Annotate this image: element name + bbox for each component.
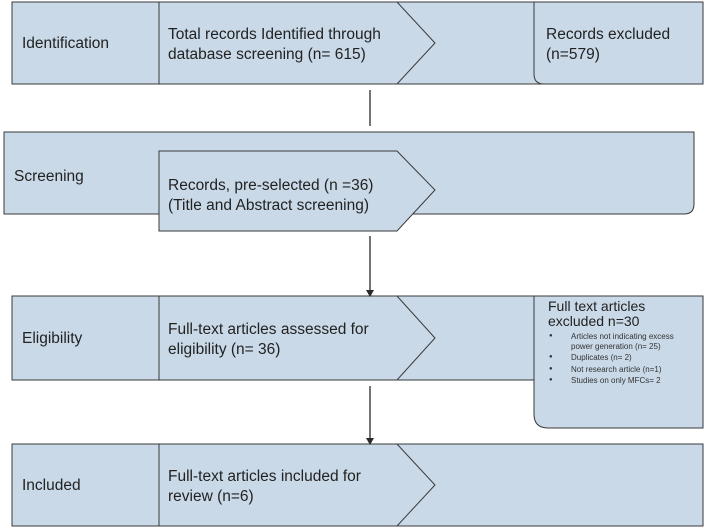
included-records-box bbox=[158, 443, 436, 527]
records-excluded-text: Records excluded (n=579) bbox=[546, 26, 671, 63]
exclusion-reason-item: Not research article (n=1) bbox=[549, 365, 679, 375]
eligibility-records-box bbox=[158, 295, 436, 381]
stage-label-eligibility: Eligibility bbox=[22, 330, 83, 347]
included-box-text: Full-text articles included for review (… bbox=[168, 468, 361, 505]
eligibility-box-text: Full-text articles assessed for eligibil… bbox=[168, 321, 369, 358]
exclusion-reason-item: Articles not indicating excess power gen… bbox=[549, 332, 679, 351]
stage-label-screening: Screening bbox=[14, 168, 84, 185]
stage-label-included: Included bbox=[22, 477, 81, 494]
arrow-eligibility-to-included bbox=[366, 386, 374, 445]
stage-label-identification: Identification bbox=[22, 35, 110, 52]
exclusion-reasons-list: Articles not indicating excess power gen… bbox=[549, 332, 679, 388]
identification-box-text: Total records Identified through databas… bbox=[168, 26, 381, 63]
screening-box-text: Records, pre-selected (n =36) (Title and… bbox=[168, 177, 374, 214]
screening-records-box bbox=[158, 150, 436, 232]
exclusion-reason-item: Duplicates (n= 2) bbox=[549, 353, 679, 363]
identification-excluded-box bbox=[533, 1, 704, 85]
arrow-screening-to-eligibility bbox=[366, 236, 374, 297]
exclusion-reason-item: Studies on only MFCs= 2 bbox=[549, 376, 679, 386]
full-text-excluded-title: Full text articles excluded n=30 bbox=[548, 298, 646, 329]
identification-records-box bbox=[158, 1, 436, 85]
